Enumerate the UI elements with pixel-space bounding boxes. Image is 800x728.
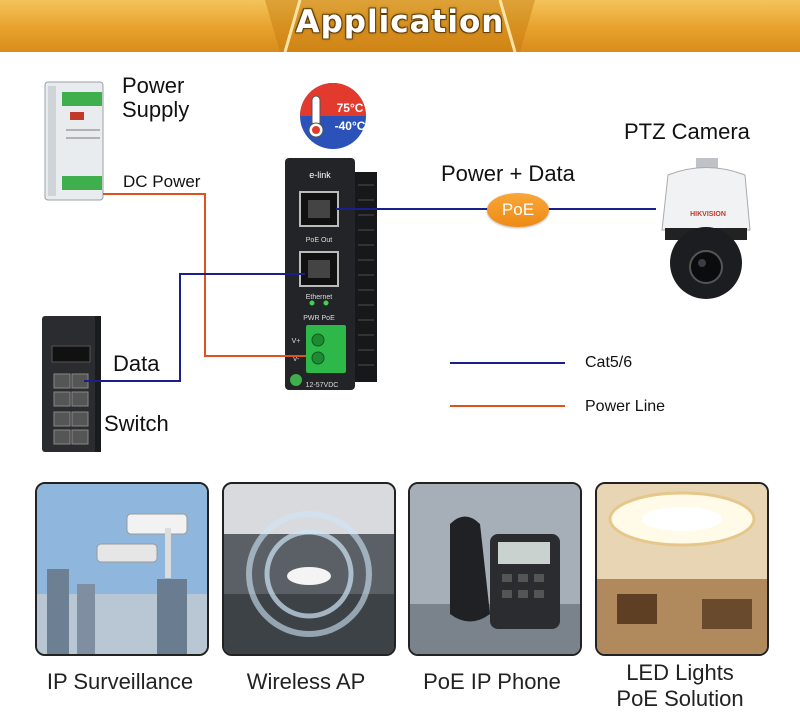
legend-power-label: Power Line <box>585 398 666 415</box>
caption-led-lights: LED Lights PoE Solution <box>616 660 744 711</box>
poe-ip-phone-image <box>408 482 582 656</box>
port-poe-out-label: PoE Out <box>306 237 333 244</box>
temperature-icon <box>300 83 366 149</box>
device-brand: e-link <box>309 170 331 180</box>
power-supply-icon <box>44 81 104 201</box>
caption-poe-ip-phone: PoE IP Phone <box>423 669 561 694</box>
ip-surveillance-image <box>35 482 209 656</box>
power-supply-label: Power Supply <box>122 73 190 122</box>
ptz-camera-icon <box>661 158 751 299</box>
vminus-label: V- <box>293 356 300 363</box>
voltage-label: 12-57VDC <box>306 382 339 389</box>
led-label: PWR PoE <box>303 315 335 322</box>
data-label: Data <box>113 351 160 376</box>
banner-title: Application <box>295 4 505 40</box>
data-line <box>84 273 305 382</box>
vplus-label: V+ <box>292 338 301 345</box>
camera-brand: HIKVISION <box>690 211 726 218</box>
caption-ip-surveillance: IP Surveillance <box>46 669 194 694</box>
power-data-label: Power + Data <box>441 161 575 186</box>
connection-diagram: 75°C -40°C e-link PoE Out Ethernet PWR P… <box>42 81 751 452</box>
led-lights-image <box>595 482 769 656</box>
legend-cat-label: Cat5/6 <box>585 354 633 371</box>
dc-power-label: DC Power <box>123 172 201 191</box>
caption-wireless-ap: Wireless AP <box>246 669 366 694</box>
poe-badge: PoE <box>487 193 549 227</box>
banner-ribbon <box>265 0 535 52</box>
switch-icon <box>42 316 101 452</box>
temp-high: 75°C <box>337 101 364 115</box>
poe-injector-device <box>285 158 377 390</box>
ptz-camera-label: PTZ Camera <box>624 119 750 144</box>
port-ethernet-label: Ethernet <box>306 294 333 301</box>
wireless-ap-image <box>222 482 396 656</box>
application-banner: Application <box>0 0 800 52</box>
temp-low: -40°C <box>335 119 366 133</box>
switch-label: Switch <box>104 411 169 436</box>
